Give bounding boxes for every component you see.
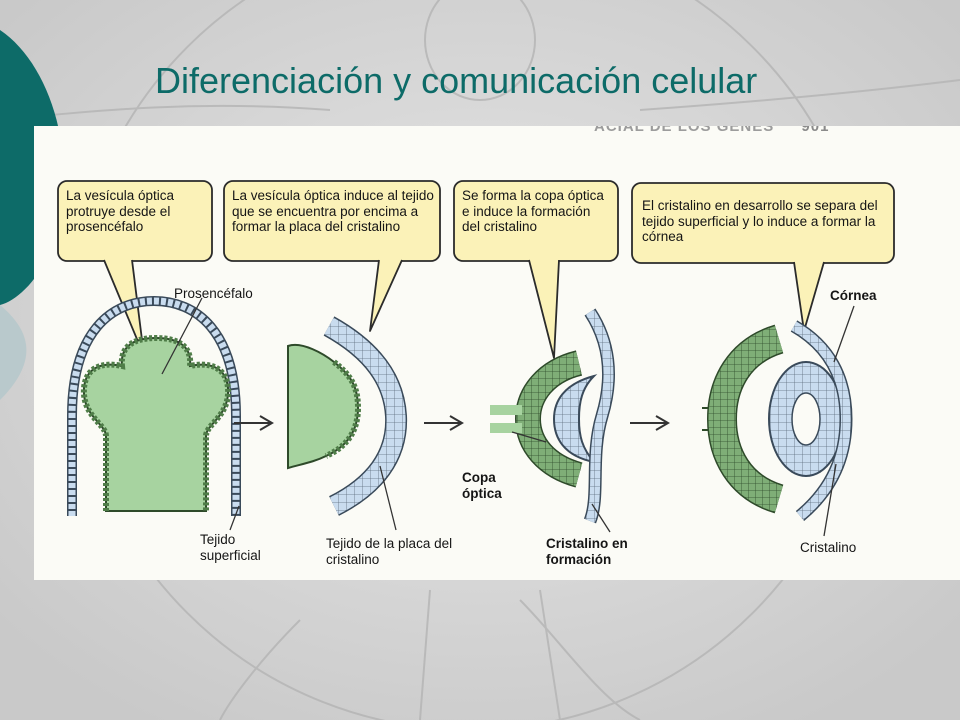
stage-4-lens-and-cornea (702, 305, 855, 537)
label-copa-optica: Copa óptica (462, 470, 502, 501)
label-cornea: Córnea (830, 288, 877, 303)
header-fragment: ACIAL DE LOS GENES 901 (594, 126, 829, 135)
callout-bubble-3 (453, 180, 619, 359)
arrow-1 (234, 415, 274, 431)
header-fragment-text: ACIAL DE LOS GENES (594, 126, 775, 135)
slide-title: Diferenciación y comunicación celular (155, 60, 758, 101)
callout-text-4: El cristalino en desarrollo se separa de… (642, 198, 878, 244)
arrow-3 (630, 415, 670, 431)
header-page-number: 901 (801, 126, 830, 135)
label-tejido-placa-cristalino: Tejido de la placa del cristalino (326, 536, 453, 567)
label-cristalino: Cristalino (800, 540, 857, 555)
stage-1-optic-vesicle (67, 295, 241, 531)
label-tejido-superficial: Tejido superficial (200, 532, 261, 563)
callout-bubble-4 (631, 182, 895, 332)
callout-text-3: Se forma la copa óptica e induce la form… (462, 188, 604, 234)
callout-bubble-2 (223, 180, 441, 332)
label-prosencefalo: Prosencéfalo (174, 286, 253, 301)
diagram-panel: ACIAL DE LOS GENES 901 (34, 126, 960, 580)
arrow-2 (424, 415, 464, 431)
eye-development-diagram (57, 180, 895, 537)
stage-3-optic-cup (490, 308, 615, 533)
callout-text-1: La vesícula óptica protruye desde el pro… (66, 188, 175, 234)
callout-text-2: La vesícula óptica induce al tejido que … (232, 188, 434, 234)
stage-2-lens-placode (287, 316, 408, 531)
label-cristalino-en-formacion: Cristalino en formación (546, 536, 628, 567)
